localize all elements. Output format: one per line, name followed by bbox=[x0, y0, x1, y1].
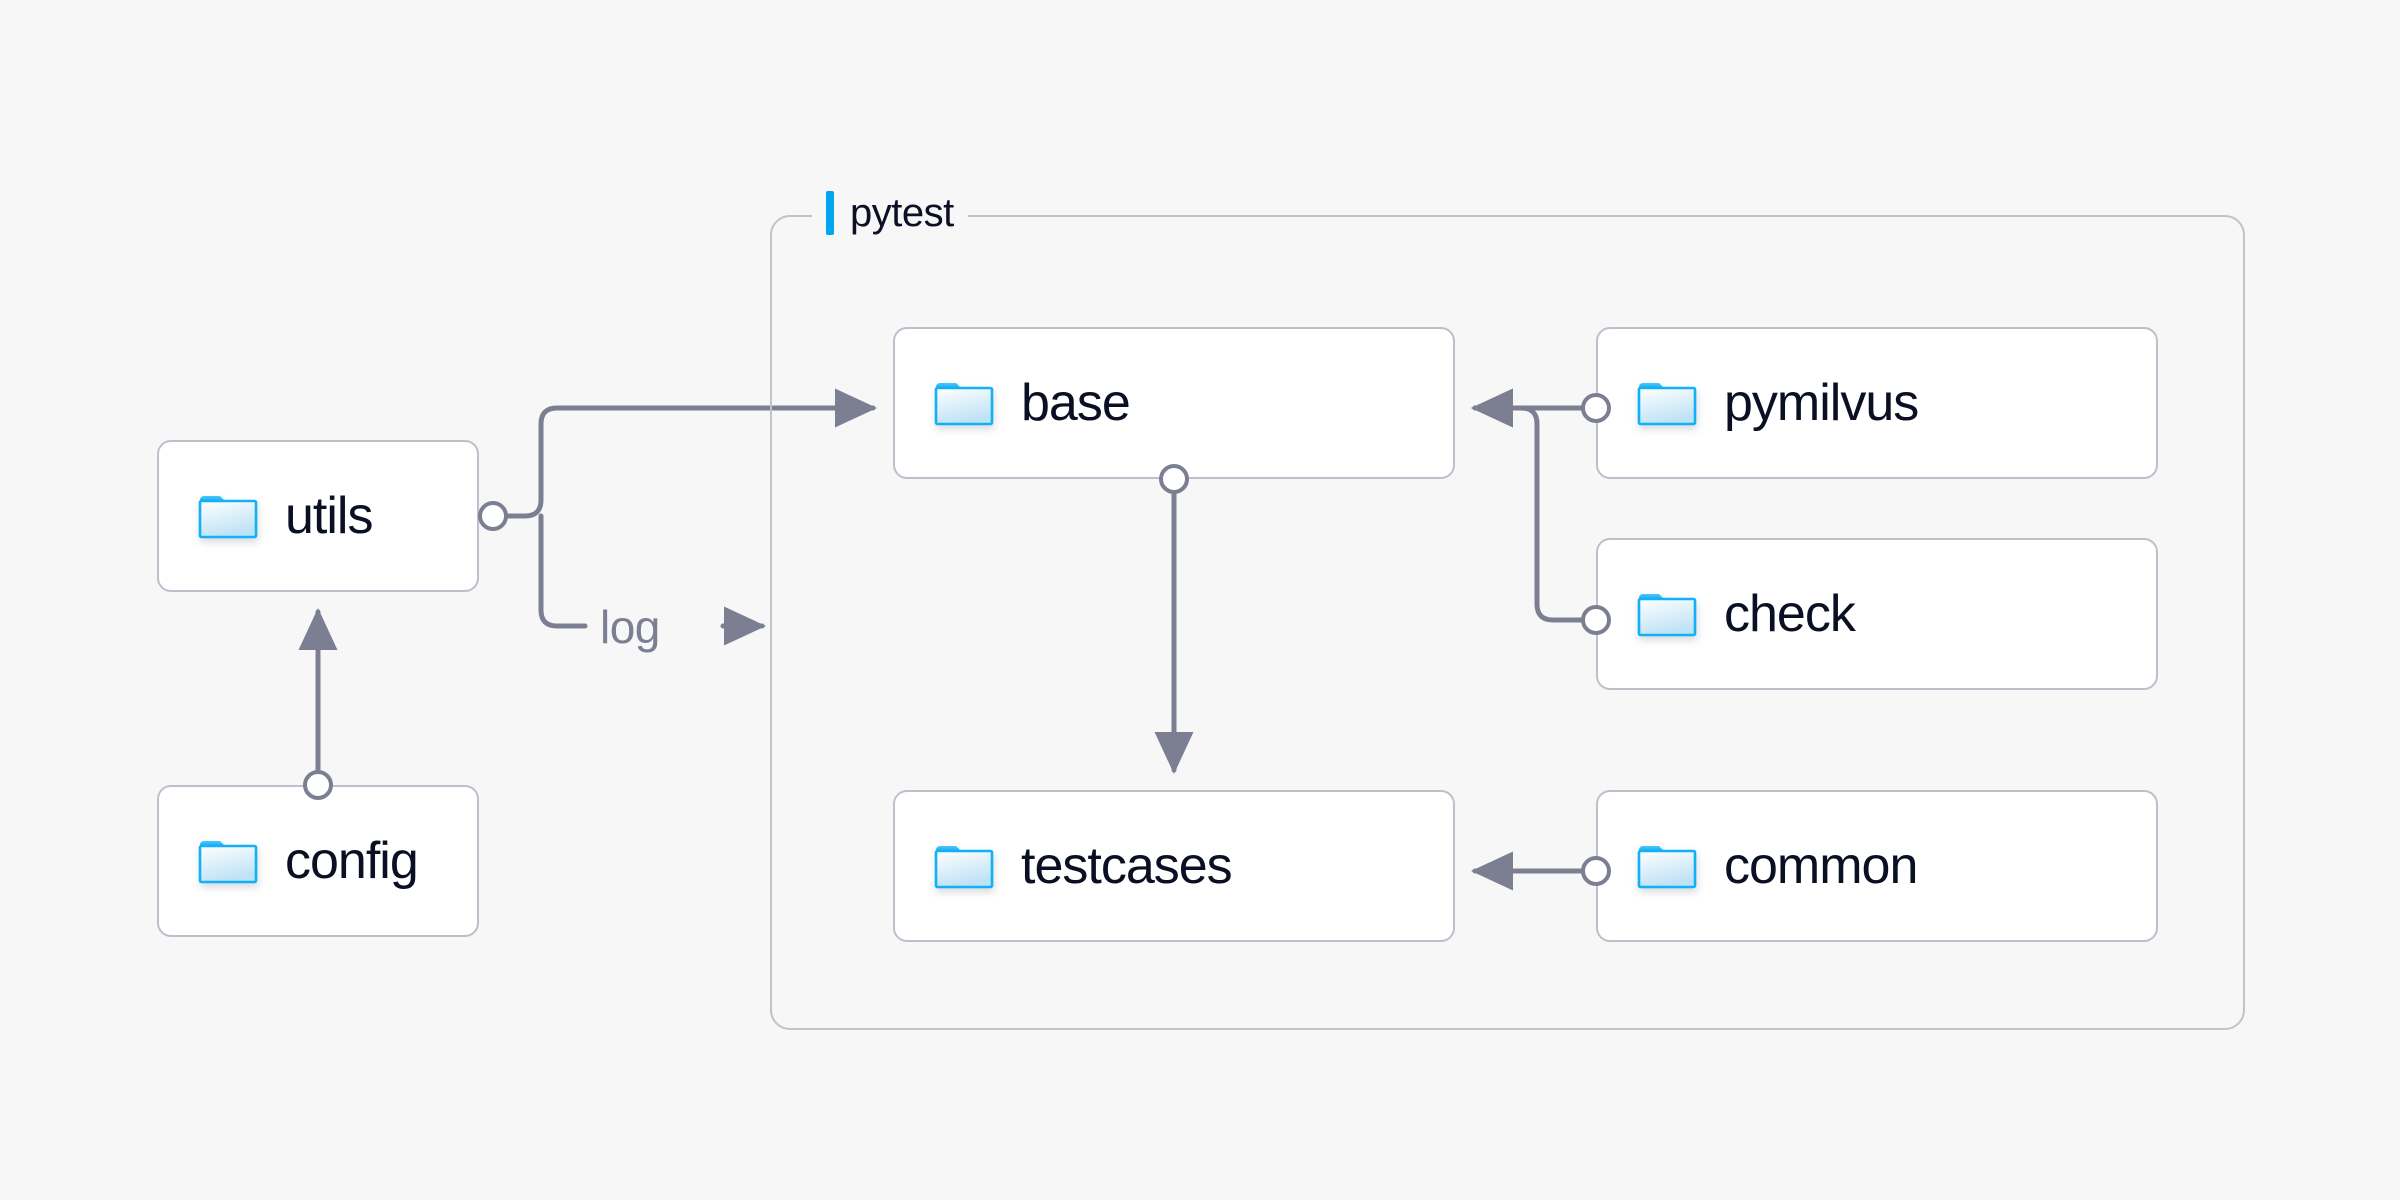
node-label: testcases bbox=[1021, 837, 1233, 895]
node-label: base bbox=[1021, 374, 1131, 432]
edge-utils-log bbox=[538, 513, 588, 629]
node-check[interactable]: check bbox=[1596, 538, 2158, 690]
node-pymilvus[interactable]: pymilvus bbox=[1596, 327, 2158, 479]
folder-icon bbox=[1637, 594, 1697, 637]
node-label: pymilvus bbox=[1724, 374, 1919, 432]
group-label-pytest: pytest bbox=[812, 190, 968, 236]
node-label: check bbox=[1724, 585, 1856, 643]
folder-icon bbox=[198, 841, 258, 884]
node-testcases[interactable]: testcases bbox=[893, 790, 1455, 942]
port-config-top[interactable] bbox=[303, 770, 333, 800]
folder-icon bbox=[1637, 846, 1697, 889]
folder-icon bbox=[934, 383, 994, 426]
node-label: utils bbox=[285, 487, 373, 545]
accent-bar-icon bbox=[826, 191, 834, 235]
node-config[interactable]: config bbox=[157, 785, 479, 937]
folder-icon bbox=[934, 846, 994, 889]
port-utils-right[interactable] bbox=[478, 501, 508, 531]
group-container-pytest bbox=[770, 215, 2245, 1030]
port-common-left[interactable] bbox=[1581, 856, 1611, 886]
port-base-bottom[interactable] bbox=[1159, 464, 1189, 494]
group-title-text: pytest bbox=[850, 191, 954, 235]
node-label: config bbox=[285, 832, 419, 890]
node-common[interactable]: common bbox=[1596, 790, 2158, 942]
node-utils[interactable]: utils bbox=[157, 440, 479, 592]
node-base[interactable]: base bbox=[893, 327, 1455, 479]
folder-icon bbox=[1637, 383, 1697, 426]
edge-label-log: log bbox=[600, 601, 660, 653]
port-check-left[interactable] bbox=[1581, 605, 1611, 635]
port-pymilvus-left[interactable] bbox=[1581, 393, 1611, 423]
node-label: common bbox=[1724, 837, 1918, 895]
folder-icon bbox=[198, 496, 258, 539]
